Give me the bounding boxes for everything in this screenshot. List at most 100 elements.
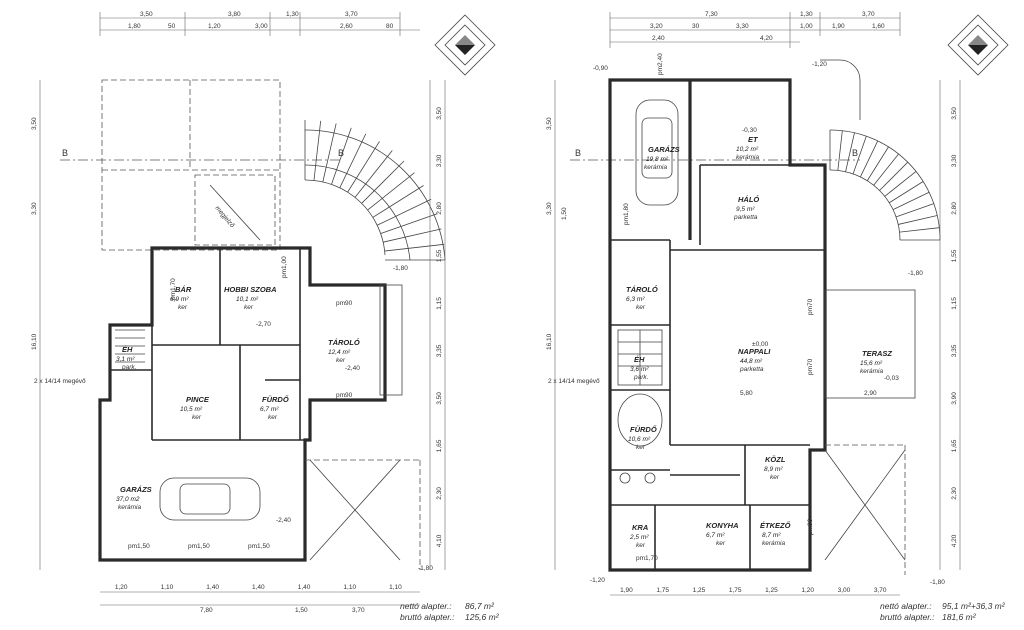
section-mark-right: B — [852, 148, 858, 158]
stair-tread — [384, 243, 445, 252]
room-name: GARÁZS — [648, 145, 680, 154]
car-label: megjelző — [213, 205, 235, 230]
room-halo: HÁLÓ 9,5 m² parketta — [733, 195, 759, 221]
ground-floor-plan: 7,30 1,30 3,70 3,20 30 3,30 1,00 1,90 1,… — [546, 11, 1009, 622]
side-dim: 1,15 — [951, 297, 958, 310]
top-dim2-1: 1,80 — [128, 23, 141, 30]
room-floor: park. — [121, 364, 137, 371]
side-dim: 1,50 — [561, 207, 568, 220]
stair-tread — [860, 140, 879, 178]
room-name: TÁROLÓ — [328, 338, 360, 347]
center-dim: 5,80 — [740, 390, 753, 397]
level-mark: -1,80 — [908, 270, 923, 277]
room-name: FÜRDŐ — [262, 395, 289, 404]
window-label: pm2,40 — [657, 53, 664, 75]
side-dim: 4,20 — [951, 534, 958, 547]
room-floor: ker — [636, 304, 646, 311]
brutto-value: 181,6 m² — [942, 612, 977, 622]
stair-tread — [892, 191, 930, 210]
room-area: 6,7 m² — [260, 406, 279, 413]
side-dim: 3,30 — [546, 202, 553, 215]
stair-tread — [879, 161, 909, 191]
side-dim: 3,50 — [31, 117, 38, 130]
side-dim: 3,50 — [436, 107, 443, 120]
level-mark: -0,90 — [593, 65, 608, 72]
top-dim2: 3,30 — [736, 23, 749, 30]
top-dim3: 4,20 — [760, 35, 773, 42]
room-floor: kerámia — [736, 154, 760, 161]
window-label: pm1,80 — [623, 203, 630, 225]
room-name: NAPPALI — [738, 347, 771, 356]
room-area: 10,6 m² — [628, 436, 651, 443]
section-mark-right: B — [338, 148, 344, 158]
room-area: 19,8 m² — [646, 156, 669, 163]
side-dim: 3,50 — [436, 392, 443, 405]
top-dim2: 30 — [692, 23, 700, 30]
brutto-label: bruttó alapter.: — [400, 612, 455, 622]
top-dim2: 3,20 — [650, 23, 663, 30]
top-dim2-6: 80 — [386, 23, 394, 30]
level-mark: -2,70 — [256, 321, 271, 328]
stair-tread — [322, 123, 337, 183]
level-zero: ±0,00 — [752, 341, 769, 348]
window-label: pm1,50 — [248, 543, 270, 550]
chimney-label: 2 x 14/14 megévő — [34, 378, 86, 385]
top-dim2-2: 50 — [168, 23, 176, 30]
side-dim: 3,30 — [31, 202, 38, 215]
stair-tread — [382, 228, 442, 243]
side-dim: 16,10 — [31, 333, 38, 350]
room-name: GARÁZS — [120, 485, 152, 494]
room-name: KRA — [632, 523, 648, 532]
room-name: KONYHA — [706, 521, 739, 530]
stair-tread — [866, 146, 889, 181]
top-dim3: 2,40 — [652, 35, 665, 42]
top-dim: 7,30 — [705, 11, 718, 18]
side-dim: 1,65 — [951, 439, 958, 452]
room-floor: ker — [192, 414, 202, 421]
bottom-dim: 1,10 — [161, 584, 174, 591]
room-name: ÉTKEZŐ — [760, 521, 791, 530]
room-bar: BÁR 6,9 m² ker — [170, 285, 192, 311]
stair-tread — [339, 133, 367, 189]
netto-value: 95,1 m²+36,3 m² — [942, 601, 1006, 611]
window-label: pm1,70 — [170, 278, 177, 300]
side-dim: 3,35 — [436, 344, 443, 357]
level-mark: -0,03 — [884, 375, 899, 382]
level-mark: -1,80 — [930, 579, 945, 586]
top-dim-1: 3,50 — [140, 11, 153, 18]
section-mark-left: B — [62, 148, 68, 158]
side-dim: 4,10 — [436, 534, 443, 547]
room-name: HOBBI SZOBA — [224, 285, 277, 294]
room-name: HÁLÓ — [738, 195, 759, 204]
room-area: 10,2 m² — [736, 146, 759, 153]
room-floor: ker — [244, 304, 254, 311]
room-floor: ker — [178, 304, 188, 311]
stair-tread — [845, 132, 855, 172]
side-dim: 1,15 — [436, 297, 443, 310]
stair-tread — [852, 136, 867, 175]
bottom-dim: 3,70 — [352, 607, 365, 614]
room-konyha: KONYHA 6,7 m² ker — [706, 521, 739, 547]
room-eh: ÉH 3,6 m² park. — [630, 355, 649, 381]
side-dim: 3,50 — [546, 117, 553, 130]
room-nappali: NAPPALI 44,8 m² parketta — [738, 347, 771, 373]
bathtub-icon — [617, 393, 663, 484]
room-floor: ker — [770, 474, 780, 481]
room-eh: ÉH 3,1 m² park. — [116, 345, 137, 371]
bottom-dim: 3,70 — [874, 587, 887, 594]
top-dim2-3: 1,20 — [208, 23, 221, 30]
level-mark: -2,40 — [276, 517, 291, 524]
inner-stair — [617, 329, 663, 386]
curved-stair — [304, 129, 446, 261]
room-floor: kerámia — [860, 368, 884, 375]
stair-tread — [873, 153, 899, 186]
room-tarolo: TÁROLÓ 6,3 m² ker — [626, 285, 658, 311]
top-dimension-lines — [99, 12, 420, 36]
bottom-dim: 1,20 — [115, 584, 128, 591]
car-icon — [159, 477, 261, 521]
room-area: 10,5 m² — [180, 406, 203, 413]
top-dim2: 1,60 — [872, 23, 885, 30]
stair-tread — [895, 203, 934, 218]
